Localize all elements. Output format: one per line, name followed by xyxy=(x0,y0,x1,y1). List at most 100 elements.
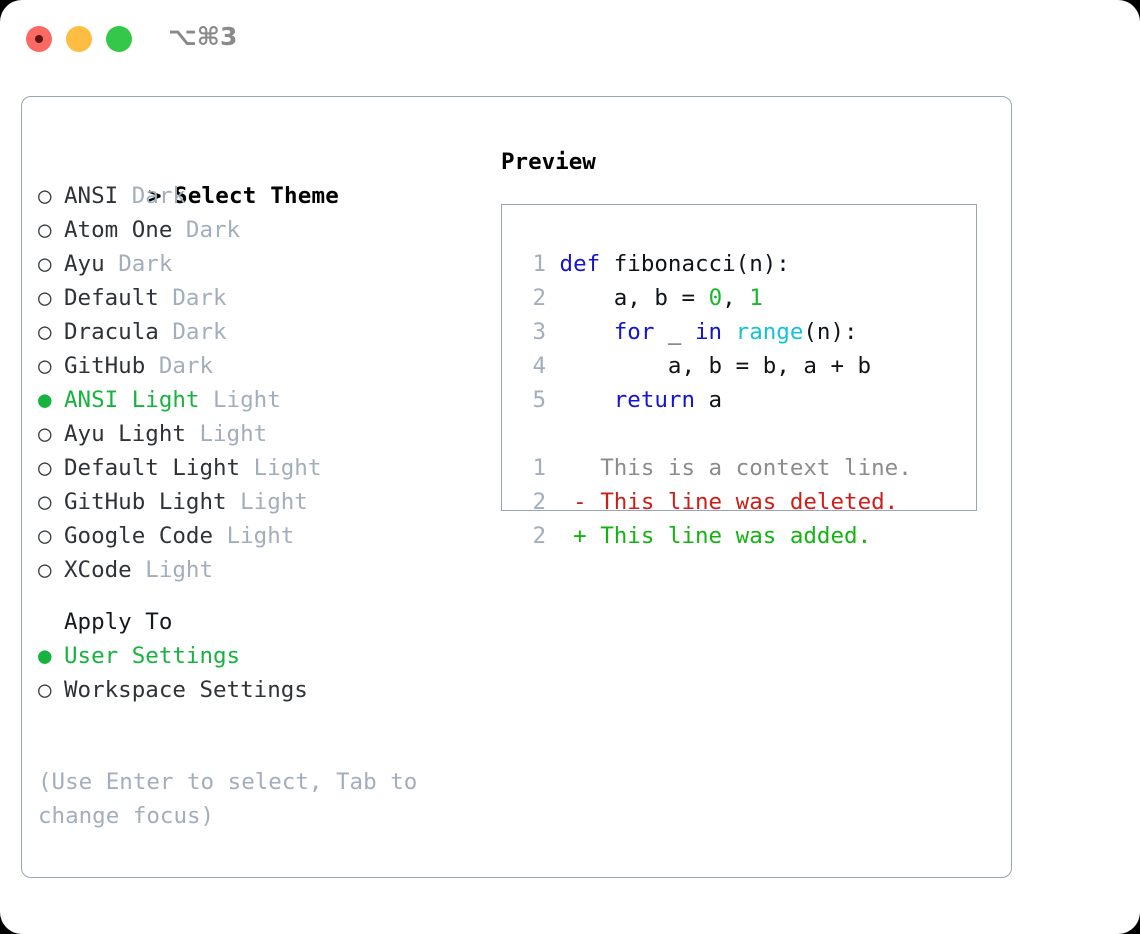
gutter-gap xyxy=(546,285,560,311)
code-token: 0 xyxy=(708,285,723,311)
radio-selected-icon[interactable]: ● xyxy=(38,643,52,669)
theme-option-row[interactable]: ○GitHub Light Light xyxy=(38,485,493,519)
radio-unselected-icon[interactable]: ○ xyxy=(38,251,52,277)
line-number: 1 xyxy=(532,251,546,277)
theme-kind-badge: Light xyxy=(253,455,322,481)
theme-picker-panel: >Select Theme ○ANSI Dark○Atom One Dark○A… xyxy=(21,96,1012,878)
code-token xyxy=(722,319,736,345)
theme-option-row[interactable]: ●ANSI Light Light xyxy=(38,383,493,417)
theme-name-label: Dracula xyxy=(64,319,159,345)
radio-unselected-icon[interactable]: ○ xyxy=(38,285,52,311)
code-line: 2 a, b = 0, 1 xyxy=(522,281,962,315)
line-number: 2 xyxy=(532,489,546,515)
theme-name-label: Google Code xyxy=(64,523,214,549)
title-bar: ⌥⌘3 xyxy=(0,0,1140,78)
theme-kind-badge: Light xyxy=(199,421,268,447)
label-separator xyxy=(172,217,186,243)
radio-selected-icon[interactable]: ● xyxy=(38,387,52,413)
code-line: 3 for _ in range(n): xyxy=(522,315,962,349)
apply-to-option-row[interactable]: ● User Settings xyxy=(38,639,493,673)
radio-unselected-icon[interactable]: ○ xyxy=(38,455,52,481)
radio-unselected-icon[interactable]: ○ xyxy=(38,217,52,243)
line-number: 5 xyxy=(532,387,546,413)
label-separator xyxy=(213,523,227,549)
radio-unselected-icon[interactable]: ○ xyxy=(38,183,52,209)
code-token: fibonacci(n): xyxy=(613,251,790,277)
close-icon xyxy=(35,35,43,43)
theme-kind-badge: Dark xyxy=(131,183,186,209)
code-token: range xyxy=(735,319,804,345)
diff-sign-gap xyxy=(587,455,601,481)
theme-option-row[interactable]: ○XCode Light xyxy=(38,553,493,587)
theme-kind-badge: Dark xyxy=(118,251,173,277)
apply-to-label: Workspace Settings xyxy=(64,677,308,703)
theme-option-row[interactable]: ○ Default Light Light xyxy=(38,451,493,485)
theme-name-label: Default xyxy=(64,285,159,311)
theme-name-label: ANSI Light xyxy=(64,387,200,413)
maximize-window-button[interactable] xyxy=(106,26,132,52)
code-token: _ xyxy=(654,319,696,345)
code-token: a, b = b, a + b xyxy=(559,353,872,379)
theme-option-list[interactable]: ○ANSI Dark○Atom One Dark○Ayu Dark○Defaul… xyxy=(38,179,493,587)
label-separator xyxy=(186,421,200,447)
theme-kind-badge: Light xyxy=(226,523,295,549)
radio-unselected-icon[interactable]: ○ xyxy=(38,557,52,583)
radio-unselected-icon[interactable]: ○ xyxy=(38,421,52,447)
theme-name-label: Default Light xyxy=(64,455,241,481)
label-separator xyxy=(240,455,254,481)
line-number: 2 xyxy=(532,523,546,549)
radio-unselected-icon[interactable]: ○ xyxy=(38,677,52,703)
diff-sign xyxy=(573,455,587,481)
minimize-window-button[interactable] xyxy=(66,26,92,52)
radio-unselected-icon[interactable]: ○ xyxy=(38,353,52,379)
prompt-caret-icon: > xyxy=(147,183,162,209)
theme-option-row[interactable]: ○Default Dark xyxy=(38,281,493,315)
code-token: a, b = xyxy=(559,285,709,311)
gutter-gap xyxy=(546,319,560,345)
theme-option-row[interactable]: ○GitHub Dark xyxy=(38,349,493,383)
gutter-gap xyxy=(546,251,560,277)
apply-to-option-list[interactable]: ● User Settings ○ Workspace Settings xyxy=(38,639,493,707)
code-token: return xyxy=(613,387,696,413)
code-token xyxy=(560,387,614,413)
code-line: 1 def fibonacci(n): xyxy=(522,247,962,281)
theme-list-column: >Select Theme ○ANSI Dark○Atom One Dark○A… xyxy=(38,145,493,707)
diff-text: This line was deleted. xyxy=(600,489,899,515)
radio-unselected-icon[interactable]: ○ xyxy=(38,523,52,549)
radio-unselected-icon[interactable]: ○ xyxy=(38,319,52,345)
theme-name-label: Atom One xyxy=(64,217,173,243)
label-separator xyxy=(159,319,173,345)
code-token: 1 xyxy=(749,285,763,311)
theme-name-label: XCode xyxy=(64,557,132,583)
label-separator xyxy=(145,353,159,379)
theme-option-row[interactable]: ○ Dracula Dark xyxy=(38,315,493,349)
code-token xyxy=(560,319,614,345)
theme-kind-badge: Dark xyxy=(158,353,214,379)
label-separator xyxy=(199,387,213,413)
theme-option-row[interactable]: ○Ayu Light Light xyxy=(38,417,493,451)
radio-unselected-icon[interactable]: ○ xyxy=(38,489,52,515)
code-line: 5 return a xyxy=(522,383,962,417)
gutter-gap xyxy=(546,353,560,379)
apply-to-label: User Settings xyxy=(64,643,241,669)
theme-option-row[interactable]: ○ Google Code Light xyxy=(38,519,493,553)
diff-line: 2 + This line was added. xyxy=(522,519,962,553)
preview-column: Preview 1 def fibonacci(n):2 a, b = 0, 1… xyxy=(501,145,991,549)
theme-kind-badge: Dark xyxy=(172,319,227,345)
preview-heading: Preview xyxy=(501,149,596,175)
theme-option-row[interactable]: ○Atom One Dark xyxy=(38,213,493,247)
diff-sign: - xyxy=(573,489,587,515)
keyboard-hint-text: (Use Enter to select, Tab to change focu… xyxy=(38,769,431,829)
theme-option-row[interactable]: ○Ayu Dark xyxy=(38,247,493,281)
line-number: 1 xyxy=(532,455,546,481)
gutter-gap xyxy=(546,489,573,515)
code-token: a xyxy=(695,387,723,413)
theme-name-label: GitHub Light xyxy=(64,489,227,515)
diff-sign-gap xyxy=(587,523,601,549)
keyboard-shortcut-label: ⌥⌘3 xyxy=(168,22,238,51)
apply-to-option-row[interactable]: ○ Workspace Settings xyxy=(38,673,493,707)
theme-option-row[interactable]: ○ANSI Dark xyxy=(38,179,493,213)
code-token: for xyxy=(613,319,655,345)
